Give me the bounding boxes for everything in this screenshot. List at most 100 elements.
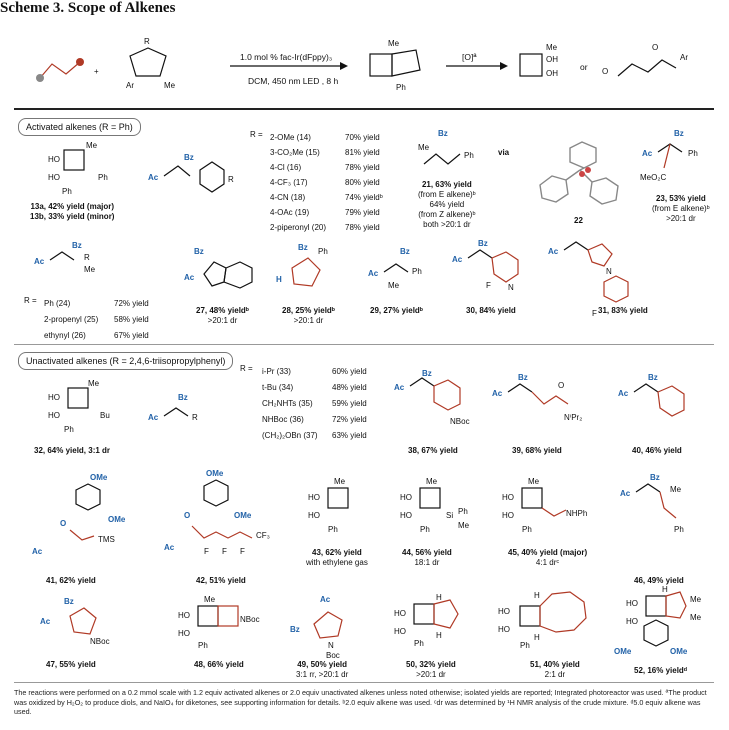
- r-row-sub: 3-CO₂Me (15): [270, 148, 320, 157]
- caption-31: 31, 83% yield: [598, 306, 648, 315]
- svg-text:HO: HO: [308, 493, 320, 502]
- structure-52: H Me Me HO HO OMe OMe: [614, 585, 702, 656]
- svg-text:Bz: Bz: [674, 129, 684, 138]
- r-table-1: R =: [250, 130, 263, 140]
- r-table-3-prefix: R =: [240, 364, 253, 373]
- structure-14-20: Ac Bz R: [148, 153, 234, 193]
- caption-48: 48, 66% yield: [194, 660, 244, 669]
- svg-text:Bz: Bz: [648, 373, 658, 382]
- oh-label: OH: [546, 69, 558, 78]
- svg-text:Ac: Ac: [164, 543, 175, 552]
- svg-text:NHPh: NHPh: [566, 509, 587, 518]
- svg-text:Bz: Bz: [518, 373, 528, 382]
- r-table-3-subs: i-Pr (33) t-Bu (34) CH₂NHTs (35) NHBoc (…: [262, 367, 318, 440]
- caption-38: 38, 67% yield: [408, 446, 458, 455]
- svg-text:Bz: Bz: [478, 239, 488, 248]
- svg-text:Bz: Bz: [178, 393, 188, 402]
- caption-23: 23, 53% yield(from E alkene)ᵇ>20:1 dr: [652, 194, 710, 223]
- structure-21: Bz Me Ph: [418, 129, 474, 165]
- svg-text:Bz: Bz: [438, 129, 448, 138]
- svg-text:Ac: Ac: [394, 383, 405, 392]
- diketone-chain: [617, 59, 677, 77]
- r-row-sub: 2-OMe (14): [270, 133, 311, 142]
- svg-text:Ac: Ac: [642, 149, 653, 158]
- svg-text:N: N: [508, 283, 514, 292]
- structure-51: H H HO HO Ph: [498, 591, 587, 650]
- svg-text:Me: Me: [670, 485, 682, 494]
- svg-text:Ac: Ac: [148, 173, 159, 182]
- divider-middle: [14, 344, 714, 345]
- svg-text:HO: HO: [48, 173, 60, 182]
- structure-30: Ac Bz F N: [452, 239, 519, 292]
- caption-32: 32, 64% yield, 3:1 dr: [34, 446, 111, 455]
- ar-label: Ar: [680, 53, 688, 62]
- svg-text:H: H: [276, 275, 282, 284]
- svg-text:O: O: [558, 381, 564, 390]
- svg-text:Ac: Ac: [620, 489, 631, 498]
- svg-text:R: R: [84, 253, 90, 262]
- svg-text:HO: HO: [400, 493, 412, 502]
- svg-text:HO: HO: [498, 625, 510, 634]
- arrow-head: [500, 62, 508, 70]
- svg-text:HO: HO: [178, 611, 190, 620]
- svg-text:O: O: [60, 519, 66, 528]
- r-table-2-prefix: R =: [24, 296, 37, 305]
- divider-top: [14, 108, 714, 110]
- svg-text:H: H: [534, 591, 540, 600]
- svg-text:HO: HO: [48, 393, 60, 402]
- svg-text:Me: Me: [690, 613, 702, 622]
- r-row-sub: 2-piperonyl (20): [270, 223, 327, 232]
- svg-text:N: N: [328, 641, 334, 650]
- svg-text:Bu: Bu: [100, 411, 110, 420]
- svg-text:H: H: [436, 631, 442, 640]
- diol-cyclobutane: [519, 53, 543, 77]
- r-table-2-yields: 72% yield 58% yield 67% yield: [114, 299, 149, 340]
- svg-text:NⁱPr₂: NⁱPr₂: [564, 413, 582, 422]
- svg-text:NBoc: NBoc: [240, 615, 260, 624]
- svg-text:Ph: Ph: [414, 639, 424, 648]
- svg-text:Bz: Bz: [422, 369, 432, 378]
- r-row-yield: 74% yieldᵇ: [345, 193, 383, 202]
- r-row-sub: 4-CF₃ (17): [270, 178, 308, 187]
- svg-text:Bz: Bz: [184, 153, 194, 162]
- structure-41: OMe OMe O Ac TMS: [32, 473, 126, 556]
- svg-text:Bz: Bz: [64, 597, 74, 606]
- svg-text:Si: Si: [446, 511, 453, 520]
- svg-text:OMe: OMe: [614, 647, 632, 656]
- structure-44: Me HO HO Ph Si Ph Me: [400, 477, 470, 534]
- caption-46: 46, 49% yield: [634, 576, 684, 585]
- boron-R-label: R: [144, 37, 150, 46]
- via-label: via: [498, 148, 510, 157]
- structure-42: OMe OMe O Ac CF₃ F F F: [164, 469, 270, 556]
- crystal-structure-22: [539, 141, 619, 205]
- svg-text:HO: HO: [400, 511, 412, 520]
- svg-text:F: F: [592, 309, 597, 318]
- section-unactivated: Unactivated alkenes (R = 2,4,6-triisopro…: [18, 352, 234, 370]
- svg-text:H: H: [662, 585, 668, 594]
- svg-text:Boc: Boc: [326, 651, 340, 660]
- svg-text:H: H: [436, 593, 442, 602]
- svg-text:F: F: [240, 547, 245, 556]
- structure-24-26: Ac Bz R Me: [34, 241, 96, 274]
- svg-text:TMS: TMS: [98, 535, 115, 544]
- svg-text:HO: HO: [502, 493, 514, 502]
- divider-bottom: [14, 682, 714, 683]
- plus-sign: +: [94, 67, 99, 76]
- svg-text:HO: HO: [308, 511, 320, 520]
- structure-32: HO HO Me Ph Bu: [48, 379, 110, 434]
- caption-41: 41, 62% yield: [46, 576, 96, 585]
- svg-text:H: H: [534, 633, 540, 642]
- svg-text:HO: HO: [498, 607, 510, 616]
- svg-text:Ph: Ph: [198, 641, 208, 650]
- svg-text:Ac: Ac: [452, 255, 463, 264]
- svg-text:Me: Me: [388, 281, 400, 290]
- structure-31: Ac N F: [548, 241, 629, 318]
- svg-text:Bz: Bz: [290, 625, 300, 634]
- svg-text:Me: Me: [528, 477, 540, 486]
- svg-text:Ph: Ph: [62, 187, 72, 196]
- r-row-yield: 70% yield: [345, 133, 380, 142]
- svg-text:Ph: Ph: [64, 425, 74, 434]
